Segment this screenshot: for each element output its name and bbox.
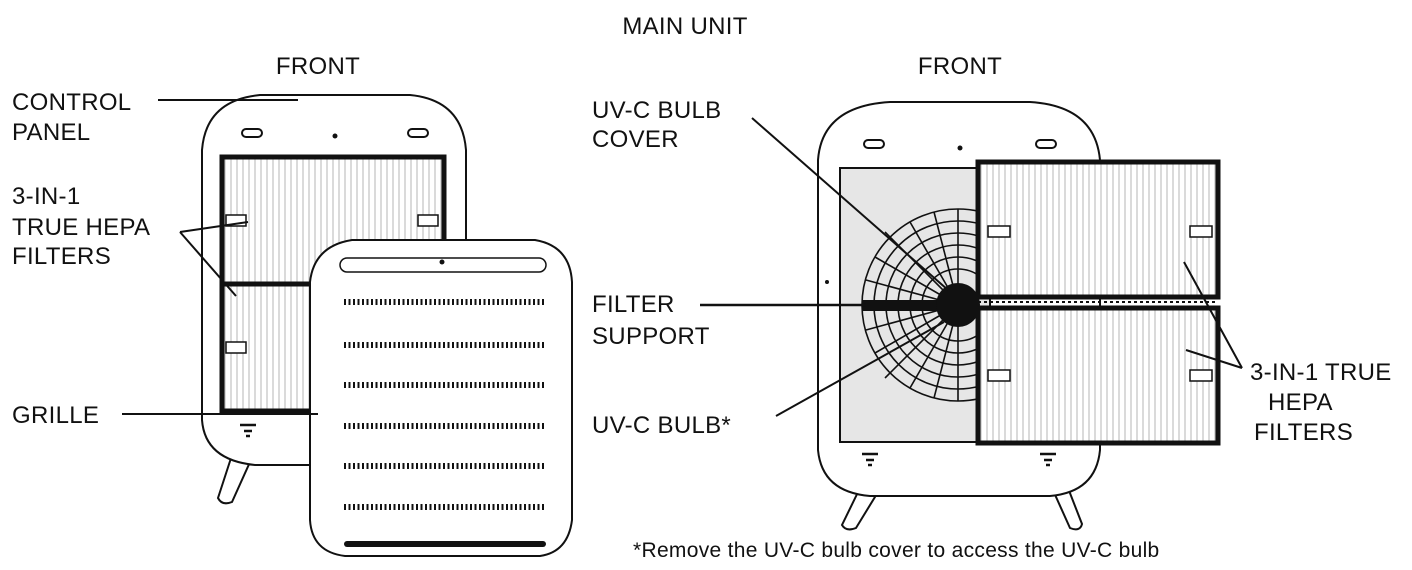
filter-support-label-line1: FILTER <box>592 291 675 318</box>
left-front-label: FRONT <box>276 53 360 80</box>
left-unit-leg <box>216 453 252 505</box>
left-filter-tab <box>417 214 439 227</box>
control-panel-label-line1: CONTROL <box>12 89 131 116</box>
right-unit-leg <box>1050 487 1084 531</box>
left-top-slot-icon <box>407 128 429 138</box>
bulb-label: UV-C BULB* <box>592 412 731 439</box>
right-front-label: FRONT <box>918 53 1002 80</box>
right-filter-tab <box>1189 369 1213 382</box>
right-filters-label-line2: HEPA <box>1268 389 1333 416</box>
right-lower-filter <box>975 305 1221 446</box>
bulb-leader <box>775 321 945 417</box>
left-top-slot-icon <box>241 128 263 138</box>
right-indicator-dot <box>957 145 963 151</box>
right-top-slot-icon <box>863 139 885 149</box>
bulb-cover-label-line2: COVER <box>592 126 679 153</box>
grille-label: GRILLE <box>12 402 99 429</box>
right-filters-leader <box>1183 261 1243 369</box>
bulb-cover-leader <box>751 117 949 291</box>
left-filters-label-line3: FILTERS <box>12 243 111 270</box>
left-filters-label-line2: TRUE HEPA <box>12 214 150 241</box>
footnote: *Remove the UV-C bulb cover to access th… <box>633 539 1160 562</box>
uv-c-bulb-cover <box>936 283 980 327</box>
left-filter-tab <box>225 214 247 227</box>
diagram-title: MAIN UNIT <box>622 13 747 40</box>
left-filter-tab <box>225 341 247 354</box>
right-filter-tab <box>1189 225 1213 238</box>
left-unit: FRONT <box>12 53 573 557</box>
left-filters-leader <box>179 221 249 297</box>
control-panel-label-line2: PANEL <box>12 119 90 146</box>
right-screw-icon <box>1040 452 1056 467</box>
right-side-dot <box>825 280 829 284</box>
left-indicator-dot <box>332 133 338 139</box>
right-filter-tab <box>987 225 1011 238</box>
bulb-cover-label-line1: UV-C BULB <box>592 97 721 124</box>
right-filters-label-line1: 3-IN-1 TRUE <box>1250 359 1392 386</box>
grille <box>309 239 573 557</box>
right-unit-leg <box>840 486 880 531</box>
left-filters-label-line1: 3-IN-1 <box>12 183 80 210</box>
right-upper-filter <box>975 159 1221 300</box>
left-screw-icon <box>240 423 256 438</box>
right-unit: FRONT <box>592 53 1392 531</box>
right-top-slot-icon <box>1035 139 1057 149</box>
right-screw-icon <box>862 452 878 467</box>
fan-wheel <box>861 208 980 402</box>
right-filters-label-line3: FILTERS <box>1254 419 1353 446</box>
right-filter-tab <box>987 369 1011 382</box>
filter-support-label-line2: SUPPORT <box>592 323 710 350</box>
